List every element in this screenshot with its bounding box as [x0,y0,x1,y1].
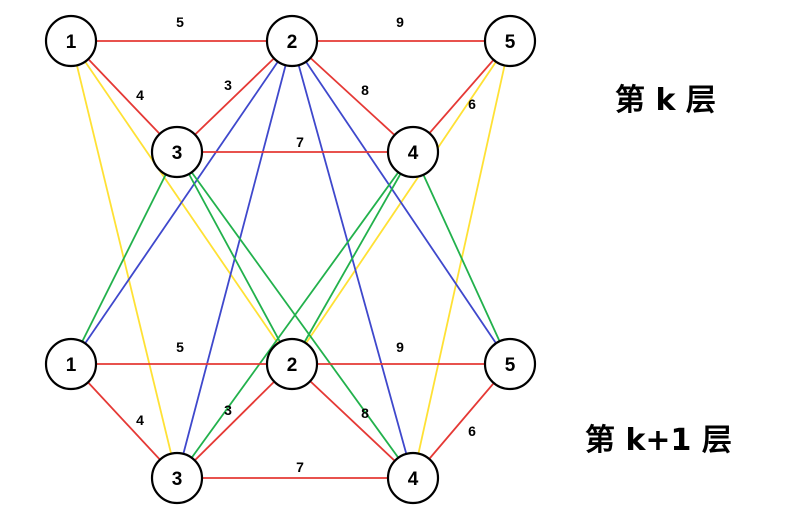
edge-weight-k-2-3: 3 [224,77,232,93]
node-label: 3 [172,143,183,164]
node-k1-2: 2 [265,337,319,391]
node-circle [150,125,204,179]
edge-weight-k-1-3: 4 [136,87,144,103]
edge-weight-k1-3-4: 7 [296,459,304,475]
cross-edge-4-to-5 [412,151,511,365]
node-circle [265,14,319,68]
edge-k1-2-4 [291,363,414,479]
node-circle [386,451,440,505]
node-circle [265,337,319,391]
edge-weight-k1-1-3: 4 [136,412,144,428]
edge-k-2-3 [176,40,293,153]
cross-edge-3-to-1 [70,151,178,365]
edge-weight-k1-2-5: 9 [396,339,404,355]
edge-weight-k1-5-4: 6 [468,423,476,439]
node-label: 5 [505,355,516,376]
node-label: 2 [287,355,298,376]
graph-nodes: 1 2 5 3 4 1 2 5 3 4 [44,14,537,505]
edge-weight-k-1-2: 5 [176,14,184,30]
edge-weight-labels: 5 9 4 3 8 6 7 5 9 4 3 8 6 7 [136,14,476,475]
node-circle [44,337,98,391]
edge-k-2-4 [291,40,414,153]
cross-layer-edges [70,40,511,479]
node-circle [483,14,537,68]
edge-weight-k1-2-4: 8 [361,405,369,421]
cross-edge-4-to-3 [176,151,414,479]
node-k-2: 2 [265,14,319,68]
node-label: 3 [172,469,183,490]
node-k1-5: 5 [483,337,537,391]
node-circle [150,451,204,505]
node-k-1: 1 [44,14,98,68]
edge-weight-k1-2-3: 3 [224,402,232,418]
edge-weight-k-2-5: 9 [396,14,404,30]
edge-weight-k-2-4: 8 [361,82,369,98]
node-circle [483,337,537,391]
edge-weight-k1-1-2: 5 [176,339,184,355]
node-circle [386,125,440,179]
node-label: 1 [66,355,77,376]
cross-edge-2-to-5 [291,40,511,365]
cross-edge-4-to-2 [291,151,414,365]
node-k-4: 4 [386,125,440,179]
cross-edge-3-to-2 [176,151,293,365]
node-label: 5 [505,32,516,53]
edge-weight-k-3-4: 7 [296,134,304,150]
node-k1-4: 4 [386,451,440,505]
node-label: 4 [408,469,419,490]
edge-k1-2-3 [176,363,293,479]
node-k1-3: 3 [150,451,204,505]
edge-weight-k-5-4: 6 [468,96,476,112]
layer-title-k: 第 k 层 [615,83,716,118]
cross-edge-2-to-1 [70,40,293,365]
layer-title-k1: 第 k+1 层 [585,423,732,458]
node-k1-1: 1 [44,337,98,391]
node-k-5: 5 [483,14,537,68]
node-label: 4 [408,143,419,164]
node-label: 2 [287,32,298,53]
node-label: 1 [66,32,77,53]
node-circle [44,14,98,68]
node-k-3: 3 [150,125,204,179]
